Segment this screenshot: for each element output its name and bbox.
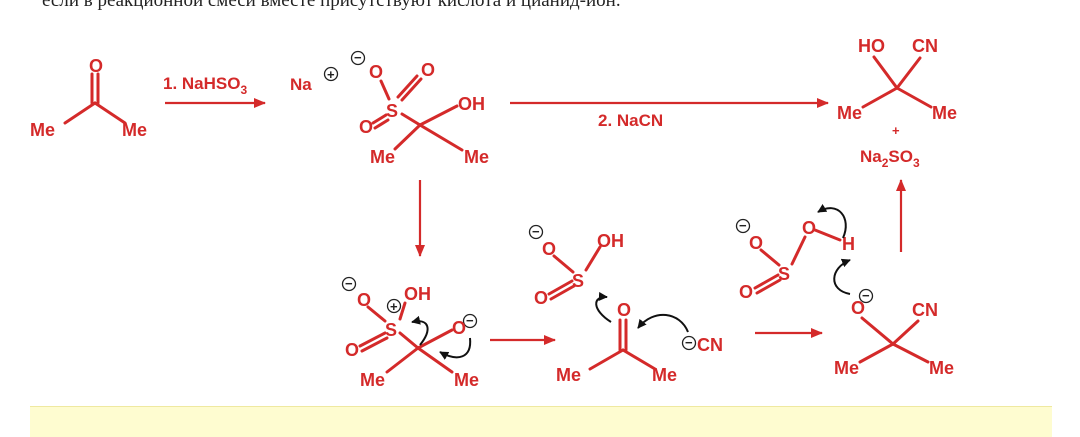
product-methyl-left: Me bbox=[837, 103, 862, 123]
step2-reagent: 2. NaCN bbox=[510, 98, 829, 130]
svg-text:2. NaCN: 2. NaCN bbox=[598, 111, 663, 130]
bottom-methyl-right: Me bbox=[454, 370, 479, 390]
product-nitrile: CN bbox=[912, 36, 938, 56]
acetone-methyl-left: Me bbox=[30, 120, 55, 140]
acetone-oxygen: O bbox=[89, 56, 103, 76]
reaction-scheme: O Me Me 1. NaHSO3 Na + − O O S O OH Me M… bbox=[30, 36, 957, 390]
svg-text:−: − bbox=[862, 288, 870, 303]
svg-text:−: − bbox=[739, 218, 747, 233]
svg-text:−: − bbox=[345, 276, 353, 291]
adduct-sulfur: S bbox=[385, 320, 397, 340]
minus-charge-icon: − bbox=[350, 50, 366, 66]
acetone-cyanide: O Me Me − CN bbox=[556, 291, 723, 385]
alkoxide-oxygen: O bbox=[452, 318, 466, 338]
bisulfite-oxygen-2: O bbox=[534, 288, 548, 308]
right-methyl-right: Me bbox=[929, 358, 954, 378]
minus-charge-icon: − bbox=[528, 224, 544, 240]
svg-text:−: − bbox=[685, 335, 693, 350]
bottom-methyl-left: Me bbox=[360, 370, 385, 390]
carbonyl-oxygen: O bbox=[617, 300, 631, 320]
acetone-start: O Me Me bbox=[30, 56, 147, 140]
alkoxide-nitrile: CN bbox=[912, 300, 938, 320]
bisulfite-adduct: Na + − O O S O OH Me Me bbox=[290, 50, 489, 167]
svg-text:−: − bbox=[532, 224, 540, 239]
curly-arrow-icon bbox=[637, 313, 689, 333]
svg-text:+: + bbox=[390, 299, 398, 314]
curly-arrow-icon bbox=[595, 291, 612, 323]
acid-hydrogen: H bbox=[842, 234, 855, 254]
acid-oxygen-2: O bbox=[802, 218, 816, 238]
adduct-oxygen-2: O bbox=[345, 340, 359, 360]
proton-transfer: − O O H S O − O CN Me Me bbox=[735, 203, 954, 378]
sodium-cation: Na bbox=[290, 75, 312, 94]
curly-arrow-icon bbox=[411, 315, 429, 346]
step1-reagent: 1. NaHSO3 bbox=[163, 74, 266, 108]
product-methyl-right: Me bbox=[932, 103, 957, 123]
svg-text:−: − bbox=[354, 50, 362, 65]
middle-methyl-left: Me bbox=[556, 365, 581, 385]
protonated-adduct: − + − O OH S O O Me Me bbox=[341, 276, 479, 390]
sulfonate-oxygen-1: O bbox=[369, 62, 383, 82]
adduct-oxygen-1: O bbox=[357, 290, 371, 310]
alkoxide-oxygen-2: O bbox=[851, 298, 865, 318]
minus-charge-icon: − bbox=[341, 276, 357, 292]
plus-charge-icon: + bbox=[323, 66, 339, 82]
svg-text:1. NaHSO3: 1. NaHSO3 bbox=[163, 74, 247, 97]
minus-charge-icon: − bbox=[681, 335, 697, 351]
curly-arrow-icon bbox=[439, 337, 472, 360]
cyanohydrin-product: HO CN Me Me + Na2SO3 bbox=[837, 36, 957, 170]
caption-text: если в реакционной смеси вместе присутст… bbox=[42, 0, 621, 11]
curly-arrow-icon bbox=[833, 258, 851, 295]
minus-charge-icon: − bbox=[462, 313, 478, 329]
minus-charge-icon: − bbox=[735, 218, 751, 234]
bisulfite-sulfur: S bbox=[572, 271, 584, 291]
middle-methyl-right: Me bbox=[652, 365, 677, 385]
adduct-hydroxyl: OH bbox=[404, 284, 431, 304]
acetone-methyl-right: Me bbox=[122, 120, 147, 140]
bisulfite-hydroxyl: OH bbox=[597, 231, 624, 251]
note-box bbox=[30, 406, 1052, 437]
plus-charge-icon: + bbox=[386, 298, 402, 314]
bisulfite-ion: − O OH S O bbox=[528, 224, 624, 308]
sulfur-atom: S bbox=[386, 101, 398, 121]
bisulfite-oxygen-1: O bbox=[542, 239, 556, 259]
curly-arrow-icon bbox=[817, 203, 847, 239]
adduct-methyl-right: Me bbox=[464, 147, 489, 167]
right-methyl-left: Me bbox=[834, 358, 859, 378]
sodium-sulfite: Na2SO3 bbox=[860, 147, 920, 170]
product-hydroxyl: HO bbox=[858, 36, 885, 56]
acid-oxygen-1: O bbox=[749, 233, 763, 253]
minus-charge-icon: − bbox=[858, 288, 874, 304]
adduct-methyl-left: Me bbox=[370, 147, 395, 167]
svg-text:−: − bbox=[466, 313, 474, 328]
svg-text:+: + bbox=[327, 67, 335, 82]
acid-oxygen-3: O bbox=[739, 282, 753, 302]
plus-sign: + bbox=[892, 123, 900, 138]
sulfonate-oxygen-3: O bbox=[359, 117, 373, 137]
sulfonate-oxygen-2: O bbox=[421, 60, 435, 80]
hydroxyl-group: OH bbox=[458, 94, 485, 114]
cyanide-ion: CN bbox=[697, 335, 723, 355]
